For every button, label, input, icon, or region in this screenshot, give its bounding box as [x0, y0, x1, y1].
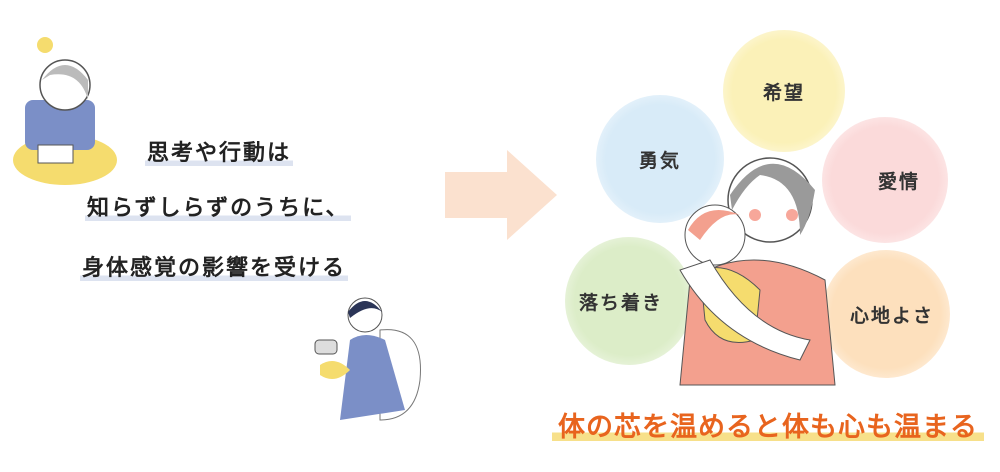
circle-love: 愛情	[822, 117, 948, 243]
left-text-line-2: 知らずしらずのうちに、	[85, 196, 352, 221]
left-text-line-1: 思考や行動は	[145, 141, 294, 166]
mother-baby-illustration	[679, 157, 836, 386]
slogan-text: 体の芯を温めると体も心も温まる	[552, 405, 984, 444]
right-arrow-icon	[445, 150, 557, 240]
seated-woman-illustration	[314, 297, 421, 421]
circle-comfort: 心地よさ	[822, 250, 950, 378]
circle-calm: 落ち着き	[565, 237, 693, 365]
circle-courage: 勇気	[596, 95, 724, 223]
left-text-line-3: 身体感覚の影響を受ける	[80, 256, 349, 281]
thinking-woman-illustration	[13, 37, 117, 185]
circle-hope: 希望	[723, 30, 845, 152]
